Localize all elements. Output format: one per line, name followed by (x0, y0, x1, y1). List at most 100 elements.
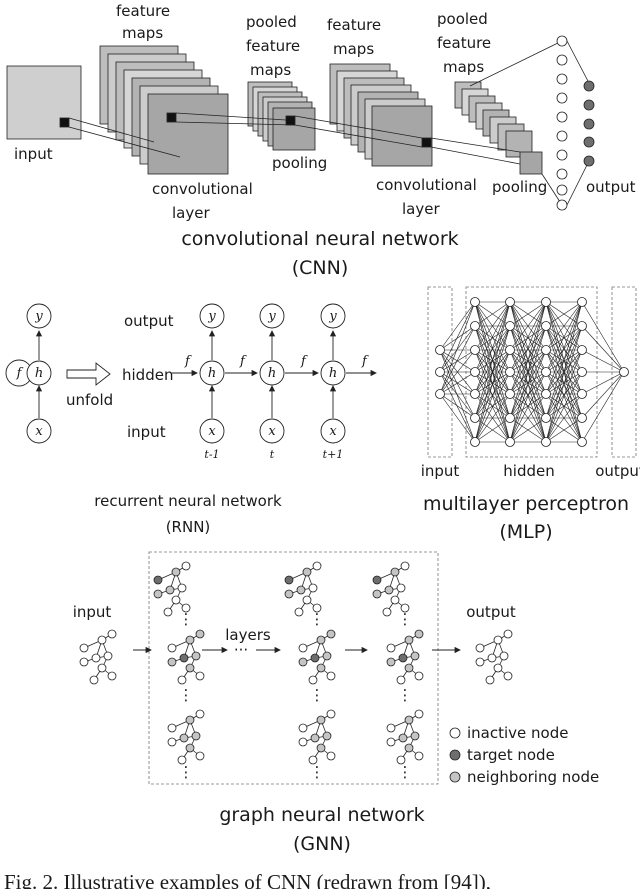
mlp-hidden-node (541, 345, 551, 355)
gnn-inactive-node (89, 675, 99, 685)
gnn-neighbor-node (316, 715, 326, 725)
cnn-output-label: output (586, 178, 636, 196)
gnn-vdots-2: ⋮ (179, 686, 194, 704)
mlp-edge (474, 301, 511, 327)
mlp-edge (545, 349, 583, 443)
gnn-graph (153, 561, 191, 617)
rnn-folded-f: f (16, 366, 24, 381)
gnn-inactive-node (177, 755, 187, 765)
rnn-folded-y: y (34, 309, 43, 324)
gnn-neighbor-node (302, 567, 312, 577)
mlp-edge (581, 325, 625, 373)
gnn-inactive-node (107, 671, 117, 681)
gnn-inactive-node (414, 671, 424, 681)
gnn-target-node (372, 575, 382, 585)
cnn-abbr: (CNN) (292, 257, 349, 279)
gnn-neighbor-node (398, 733, 408, 743)
rnn-f-3: f (300, 354, 308, 369)
rnn-f-1: f (184, 354, 192, 369)
mlp-hidden-node (470, 413, 480, 423)
rnn-y-2: y (267, 309, 276, 324)
cnn-feature-maps-1-label-b: maps (122, 24, 163, 42)
gnn-inactive-node (386, 737, 396, 747)
gnn-inactive-node (308, 675, 318, 685)
mlp-edge (509, 371, 547, 419)
mlp-edge (545, 325, 583, 373)
mlp-edge (545, 301, 583, 373)
rnn-title: recurrent neural network (94, 492, 282, 510)
mlp-edge (545, 393, 583, 419)
gnn-graphs (79, 561, 513, 765)
gnn-neighbor-node (322, 731, 332, 741)
mlp-hidden-node (577, 297, 587, 307)
mlp-hidden-node (577, 321, 587, 331)
gnn-inactive-node (107, 629, 117, 639)
mlp-edge (545, 371, 583, 419)
mlp-hidden-label: hidden (503, 462, 554, 480)
cnn-pooling-2-label: pooling (492, 178, 547, 196)
gnn-neighbor-node (316, 635, 326, 645)
gnn-inactive-node (396, 583, 406, 593)
gnn-vdots-3: ⋮ (179, 763, 194, 781)
cnn-pooling-1-label: pooling (272, 154, 327, 172)
gnn-inactive-node (386, 723, 396, 733)
gnn-neighbor-node (410, 651, 420, 661)
gnn-inactive-node (487, 653, 497, 663)
gnn-inactive-node (326, 671, 336, 681)
gnn-output-label: output (466, 603, 516, 621)
mlp-hidden-node (577, 389, 587, 399)
rnn-h-3: h (329, 366, 337, 381)
mlp-edge (581, 349, 625, 373)
mlp-edge (545, 301, 583, 443)
cnn-pooled-maps-1 (247, 81, 316, 151)
gnn-inactive-node (181, 603, 191, 613)
mlp-hidden-node (470, 321, 480, 331)
mlp-output-label: output (595, 462, 640, 480)
gnn-graph (284, 561, 322, 617)
mlp-edge (545, 417, 583, 443)
mlp-nodes (435, 297, 629, 447)
gnn-inactive-node (475, 643, 485, 653)
mlp-hidden-node (541, 321, 551, 331)
gnn-neighbor-node (167, 657, 177, 667)
gnn-inactive-node (302, 595, 312, 605)
gnn-inactive-node (503, 629, 513, 639)
gnn-inactive-node (493, 663, 503, 673)
mlp-hidden-node (577, 345, 587, 355)
rnn-time-1: t-1 (204, 448, 219, 461)
mlp-hidden-node (470, 437, 480, 447)
gnn-neighbor-node (414, 629, 424, 639)
cnn-pooled-maps-2 (454, 81, 543, 175)
mlp-edges (439, 301, 625, 443)
mlp-edge (509, 301, 547, 395)
gnn-neighbor-node (171, 567, 181, 577)
cnn-pooled-1-label-a: pooled (246, 13, 297, 31)
mlp-edge (509, 393, 547, 443)
gnn-inactive-node (499, 651, 509, 661)
mlp-edge (545, 393, 583, 443)
cnn-dense-nodes (556, 35, 568, 211)
gnn-inactive-node (326, 709, 336, 719)
gnn-graph (372, 561, 410, 617)
cnn-pooled-2-label-a: pooled (437, 10, 488, 28)
mlp-edge (439, 393, 476, 443)
gnn-neighbor-node (316, 743, 326, 753)
mlp-edge (439, 301, 476, 395)
gnn-inactive-node (177, 583, 187, 593)
gnn-inactive-node (103, 651, 113, 661)
rnn-row-output: output (124, 312, 174, 330)
mlp-edge (545, 325, 583, 443)
mlp-edge (439, 371, 476, 395)
legend-target-node-icon (449, 749, 461, 761)
mlp-input-node (435, 389, 445, 399)
mlp-edge (581, 371, 625, 443)
gnn-inactive-node (195, 709, 205, 719)
legend-inactive-node-icon (449, 727, 461, 739)
gnn-graph (386, 709, 424, 765)
mlp-input-node (435, 345, 445, 355)
gnn-layers-box (148, 551, 439, 785)
gnn-inactive-node (475, 657, 485, 667)
gnn-target-node (310, 653, 320, 663)
gnn-inactive-node (79, 657, 89, 667)
mlp-edge (474, 417, 511, 443)
